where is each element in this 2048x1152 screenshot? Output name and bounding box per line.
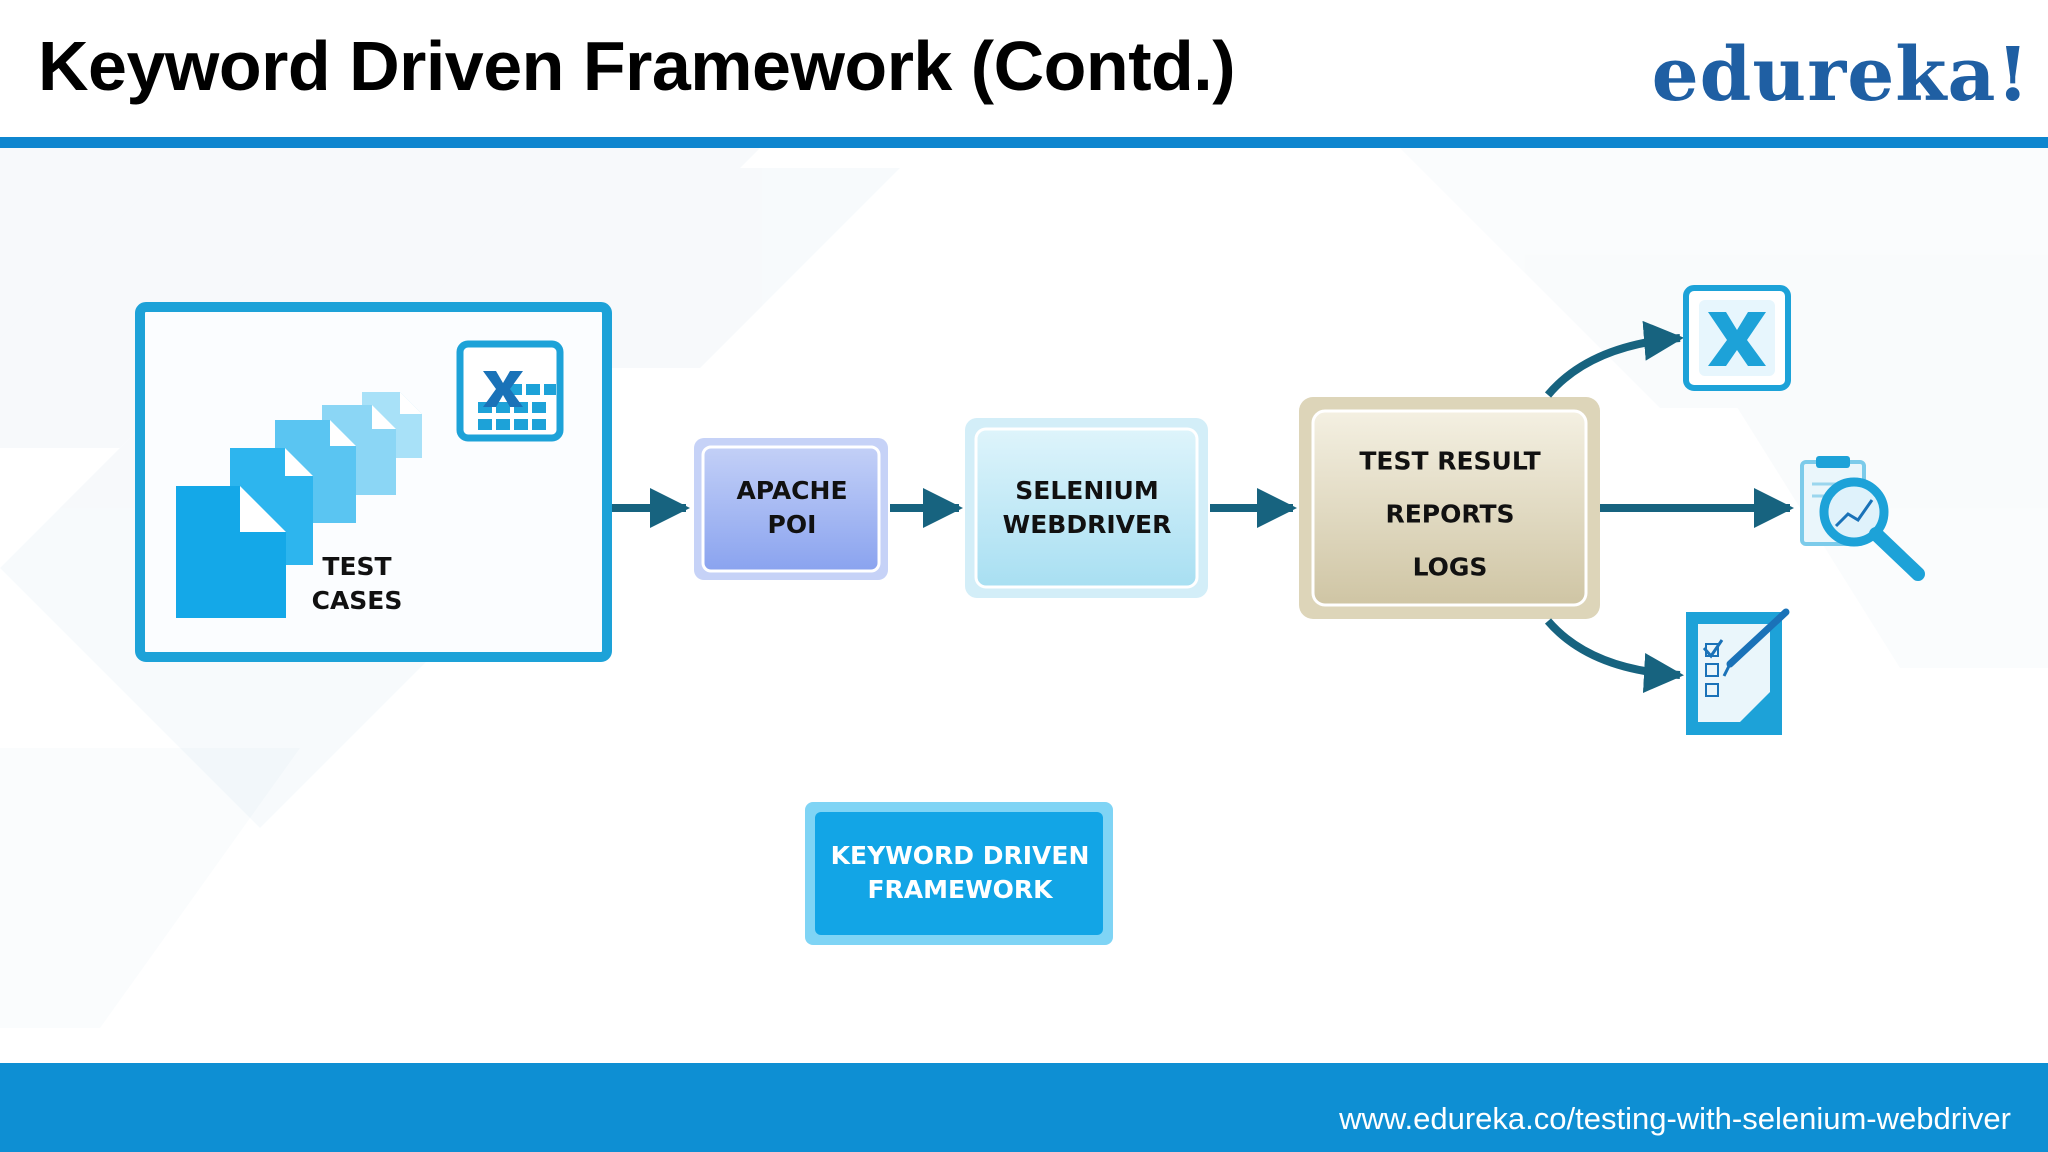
documents-icon [176, 392, 422, 618]
selenium-label: SELENIUM WEBDRIVER [1003, 474, 1172, 542]
framework-line2: FRAMEWORK [867, 875, 1053, 904]
test-cases-label: TEST CASES [312, 550, 403, 618]
edureka-logo: edureka! [1651, 32, 2030, 118]
test-results-line3: LOGS [1412, 552, 1488, 582]
arrow-to-checklist [1544, 618, 1684, 693]
test-results-line2: REPORTS [1385, 499, 1515, 529]
framework-line1: KEYWORD DRIVEN [830, 841, 1090, 870]
test-results-line1: TEST RESULT [1359, 446, 1541, 476]
slide-footer: www.edureka.co/testing-with-selenium-web… [0, 1063, 2048, 1152]
output-excel-icon [1683, 285, 1791, 391]
checklist-icon [1686, 608, 1790, 735]
test-results-box [1299, 397, 1600, 619]
apache-poi-label: APACHE POI [736, 474, 847, 542]
report-magnifier-icon [1800, 456, 1925, 581]
selenium-line2: WEBDRIVER [1002, 510, 1172, 539]
selenium-line1: SELENIUM [1015, 476, 1159, 505]
slide-header: Keyword Driven Framework (Contd.) edurek… [0, 0, 2048, 140]
header-divider [0, 137, 2048, 148]
apache-poi-box [694, 438, 888, 580]
apache-poi-line2: POI [767, 510, 817, 539]
apache-poi-line1: APACHE [736, 476, 848, 505]
excel-icon [456, 340, 564, 442]
test-cases-line2: CASES [311, 586, 403, 615]
arrow-to-excel [1544, 320, 1684, 398]
test-results-label: TEST RESULT REPORTS LOGS [1359, 435, 1540, 594]
slide-title: Keyword Driven Framework (Contd.) [38, 27, 1236, 105]
framework-box [805, 802, 1113, 945]
framework-label: KEYWORD DRIVEN FRAMEWORK [831, 839, 1090, 907]
selenium-webdriver-box [965, 418, 1208, 598]
test-cases-line1: TEST [322, 552, 392, 581]
footer-url: www.edureka.co/testing-with-selenium-web… [1339, 1101, 2011, 1136]
